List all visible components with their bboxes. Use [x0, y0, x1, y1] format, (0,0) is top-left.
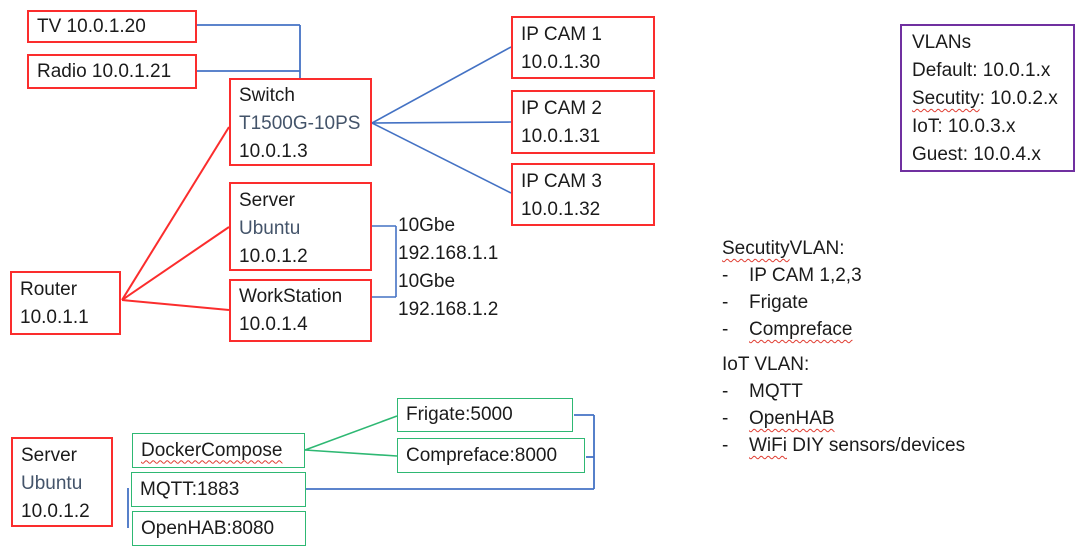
compreface-label: Compreface:8000 [406, 444, 558, 466]
link-label-4: 192.168.1.2 [398, 299, 499, 320]
ipcam2-name: IP CAM 2 [521, 98, 602, 119]
bullet-dash: - [722, 319, 729, 340]
wire-router-to-server [121, 226, 230, 301]
security-heading-word: Secutity [722, 238, 790, 259]
security-vlan-heading: Secutity VLAN: [722, 235, 862, 262]
ipcam3-name: IP CAM 3 [521, 171, 602, 192]
link-label-2: 192.168.1.1 [398, 243, 499, 264]
node-docker-compose: DockerCompose [132, 433, 305, 468]
security-item-frigate-label: Frigate [749, 292, 809, 313]
wire-switch-to-ipcam1 [371, 46, 512, 124]
router-name: Router [20, 279, 78, 300]
vlans-legend: VLANs Default: 10.0.1.x Secutity: 10.0.2… [900, 24, 1075, 172]
iot-item-openhab: -OpenHAB [722, 405, 965, 432]
ipcam3-ip: 10.0.1.32 [521, 199, 601, 220]
vlan-default: Default: 10.0.1.x [912, 60, 1051, 81]
security-item-compreface-label: Compreface [749, 319, 853, 340]
server-top-ip: 10.0.1.2 [239, 246, 308, 267]
server-bottom-ip: 10.0.1.2 [21, 501, 90, 522]
frigate-label: Frigate:5000 [406, 404, 513, 425]
switch-model: T1500G-10PS [239, 113, 361, 134]
node-ipcam3: IP CAM 3 10.0.1.32 [511, 163, 655, 226]
switch-name: Switch [239, 85, 295, 106]
iot-item-wifi-word: WiFi [749, 435, 787, 456]
security-item-frigate: -Frigate [722, 289, 862, 316]
link-label-1: 10Gbe [398, 215, 456, 236]
security-item-compreface: -Compreface [722, 316, 862, 343]
bullet-dash: - [722, 408, 729, 429]
wire-docker-to-frigate [304, 415, 398, 451]
iot-vlan-heading: IoT VLAN: [722, 351, 965, 378]
ipcam2-ip: 10.0.1.31 [521, 126, 601, 147]
server-bottom-name: Server [21, 445, 77, 466]
server-top-name: Server [239, 190, 295, 211]
node-tv-label: TV 10.0.1.20 [37, 15, 146, 37]
mqtt-label: MQTT:1883 [140, 478, 240, 500]
bullet-dash: - [722, 381, 729, 402]
iot-item-mqtt: -MQTT [722, 378, 965, 405]
wire-router-to-workstation [121, 299, 230, 311]
node-radio-label: Radio 10.0.1.21 [37, 60, 172, 82]
node-server-top: Server Ubuntu 10.0.1.2 [229, 182, 372, 271]
link-labels-10gbe: 10Gbe 192.168.1.1 10Gbe 192.168.1.2 [398, 212, 498, 324]
node-ipcam1: IP CAM 1 10.0.1.30 [511, 16, 655, 79]
iot-item-mqtt-label: MQTT [749, 381, 803, 402]
node-ipcam2: IP CAM 2 10.0.1.31 [511, 90, 655, 154]
wire-router-to-switch [121, 126, 230, 301]
node-mqtt: MQTT:1883 [131, 472, 306, 507]
iot-heading-label: IoT VLAN: [722, 354, 810, 375]
vlan-guest: Guest: 10.0.4.x [912, 144, 1041, 165]
ipcam1-name: IP CAM 1 [521, 24, 602, 45]
server-top-os: Ubuntu [239, 218, 301, 239]
node-compreface: Compreface:8000 [397, 438, 585, 473]
ipcam1-ip: 10.0.1.30 [521, 52, 601, 73]
router-ip: 10.0.1.1 [20, 307, 89, 328]
wire-switch-to-ipcam3 [371, 122, 512, 194]
docker-compose-label: DockerCompose [141, 439, 283, 461]
security-item-ipcams-label: IP CAM 1,2,3 [749, 265, 862, 286]
link-label-3: 10Gbe [398, 271, 456, 292]
vlan-iot: IoT: 10.0.3.x [912, 116, 1016, 137]
openhab-label: OpenHAB:8080 [141, 517, 275, 539]
vlans-title: VLANs [912, 32, 972, 53]
vlan-security: Secutity: 10.0.2.x [912, 85, 1065, 113]
node-radio: Radio 10.0.1.21 [27, 54, 197, 89]
node-openhab: OpenHAB:8080 [132, 511, 306, 546]
bullet-dash: - [722, 435, 729, 456]
bullet-dash: - [722, 265, 729, 286]
workstation-ip: 10.0.1.4 [239, 314, 308, 335]
node-tv: TV 10.0.1.20 [27, 10, 197, 43]
node-switch: Switch T1500G-10PS 10.0.1.3 [229, 78, 372, 166]
node-frigate: Frigate:5000 [397, 398, 573, 432]
iot-vlan-list: IoT VLAN: -MQTT -OpenHAB -WiFi DIY senso… [722, 351, 965, 459]
iot-item-wifi-rest: DIY sensors/devices [786, 435, 966, 456]
wire-docker-to-compreface [304, 449, 398, 457]
switch-ip: 10.0.1.3 [239, 141, 308, 162]
bullet-dash: - [722, 292, 729, 313]
workstation-name: WorkStation [239, 286, 343, 307]
iot-item-wifi-label: WiFi DIY sensors/devices [749, 432, 965, 459]
node-router: Router 10.0.1.1 [10, 271, 121, 335]
security-item-ipcams: -IP CAM 1,2,3 [722, 262, 862, 289]
iot-item-openhab-label: OpenHAB [749, 408, 835, 429]
security-heading-rest: VLAN: [789, 238, 845, 259]
node-workstation: WorkStation 10.0.1.4 [229, 279, 372, 342]
node-server-bottom: Server Ubuntu 10.0.1.2 [11, 437, 113, 527]
security-vlan-list: Secutity VLAN: -IP CAM 1,2,3 -Frigate -C… [722, 235, 862, 343]
wire-switch-to-ipcam2 [371, 121, 512, 124]
vlan-security-rest: : 10.0.2.x [979, 88, 1058, 109]
iot-item-wifi: -WiFi DIY sensors/devices [722, 432, 965, 459]
server-bottom-os: Ubuntu [21, 473, 83, 494]
vlan-security-word: Secutity [912, 88, 980, 109]
